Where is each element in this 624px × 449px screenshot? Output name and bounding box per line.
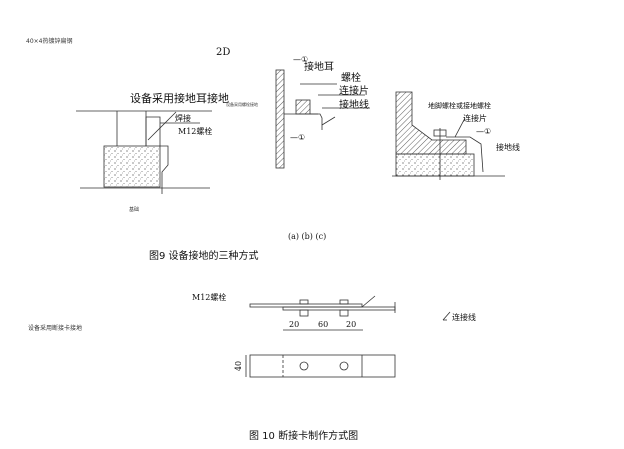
label-2d: 2D <box>216 47 231 58</box>
note-method-ear: 设备采用接地耳接地 <box>130 92 229 105</box>
note-foundation: 基础 <box>129 207 140 213</box>
note-method-bolt: 设备采用螺栓接地 <box>226 102 258 107</box>
fig9-caption: 图9 设备接地的三种方式 <box>149 251 259 262</box>
label-ground-ear: 接地耳 <box>304 62 334 73</box>
label-connector-plate: 连接片 <box>339 86 369 97</box>
dim-width: 40 <box>234 360 244 372</box>
label-connector-plate-c: 连接片 <box>463 114 487 123</box>
label-flat-c: —① <box>476 127 492 136</box>
fig10-caption: 图 10 断接卡制作方式图 <box>249 431 359 442</box>
label-flat-a: —① <box>293 55 309 64</box>
drawing-clip-side <box>249 295 451 331</box>
dim-left: 20 <box>289 320 300 329</box>
note-method-clip: 设备采用断接卡接地 <box>28 325 83 332</box>
drawing-ground-ear-left <box>76 110 212 194</box>
fig9-sub-labels: (a) (b) (c) <box>288 232 327 241</box>
label-ground-wire-c: 接地线 <box>496 143 520 152</box>
label-m12-bolt: M12螺栓 <box>178 127 213 136</box>
label-flat-b: —① <box>290 133 306 142</box>
note-flat-steel: 40×4热镀锌扁钢 <box>26 38 73 45</box>
label-connect-wire: 连接线 <box>452 313 476 322</box>
drawing-clip-top <box>245 354 396 378</box>
drawing-c <box>392 91 505 180</box>
label-anchor-bolt: 地脚螺栓或接地螺栓 <box>428 102 491 110</box>
label-ground-wire: 接地线 <box>339 100 369 111</box>
dim-mid: 60 <box>318 320 329 329</box>
dim-right: 20 <box>346 320 357 329</box>
label-m12-bolt-fig10: M12螺栓 <box>192 293 227 302</box>
label-weld: 焊接 <box>175 114 191 123</box>
drawing-a <box>275 69 370 169</box>
label-bolt: 螺栓 <box>341 73 361 84</box>
